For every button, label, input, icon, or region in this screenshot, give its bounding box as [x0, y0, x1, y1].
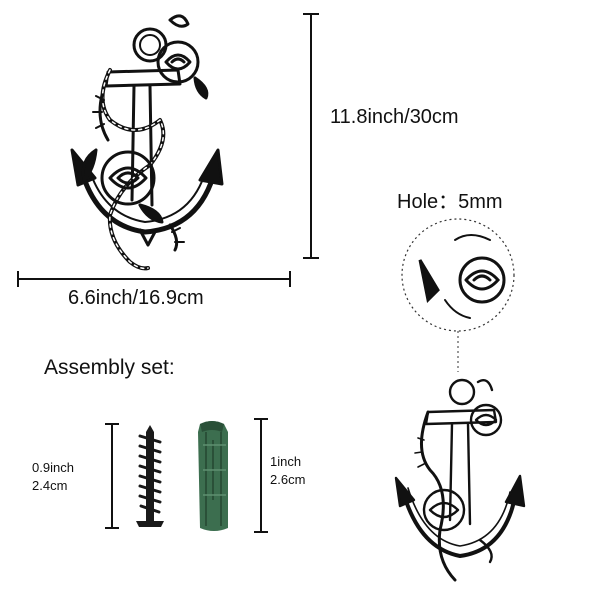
hole-label: Hole：5mm	[397, 191, 503, 213]
plug-size-label: 1inch 2.6cm	[270, 453, 305, 489]
plug-size-inch: 1inch	[270, 454, 302, 469]
screw-size-label: 0.9inch 2.4cm	[32, 459, 74, 495]
width-label: 6.6inch/16.9cm	[68, 287, 204, 309]
height-label: 11.8inch/30cm	[330, 106, 459, 128]
plug-size-cm: 2.6cm	[270, 472, 306, 487]
assembly-title: Assembly set:	[44, 356, 175, 379]
screw-size-inch: 0.9inch	[32, 460, 74, 475]
screw-size-cm: 2.4cm	[32, 478, 68, 493]
